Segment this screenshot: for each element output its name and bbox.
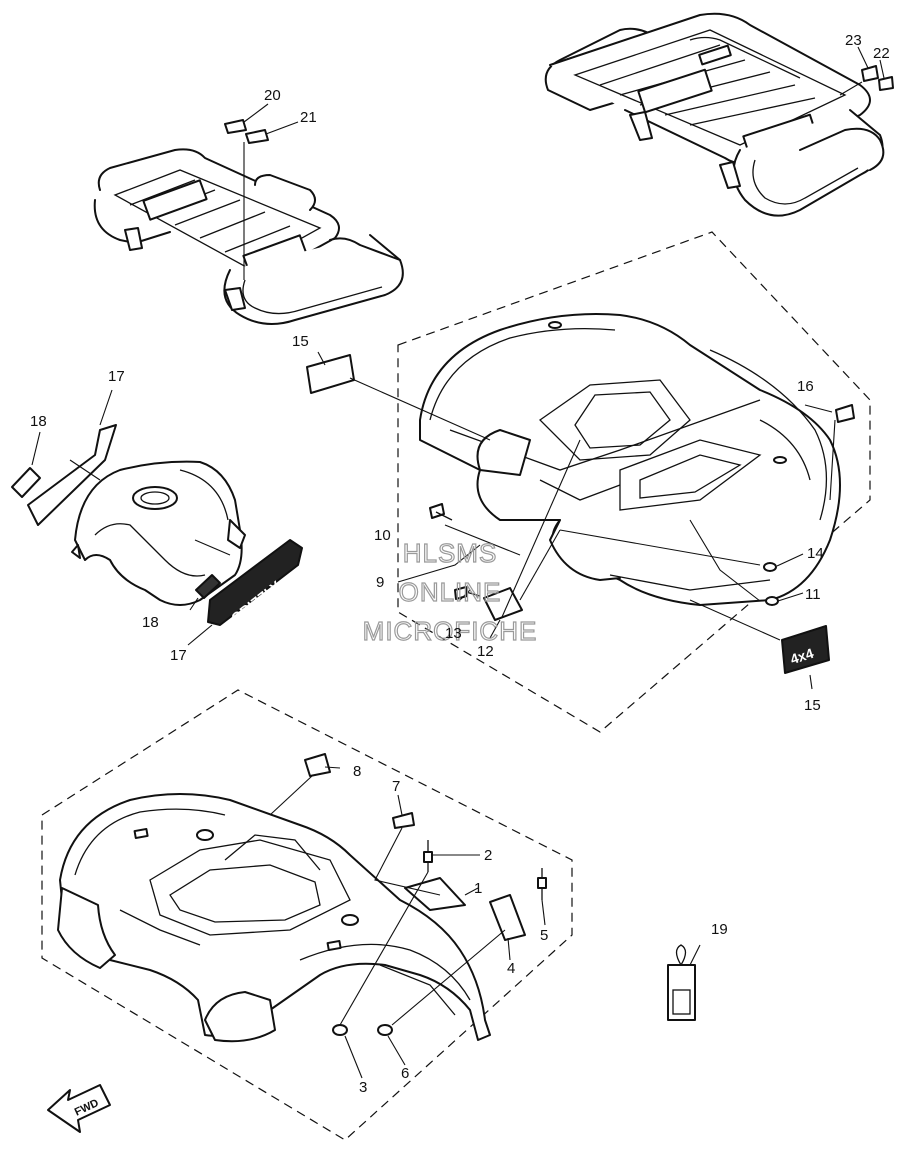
- callout-17-upper: 17: [108, 368, 125, 385]
- part-19-hang-tag: [667, 944, 696, 1021]
- callout-labels: 1 2 3 4 5 6 7 8 9 10 11 12 13 14 15 15 1…: [30, 32, 890, 1096]
- callout-18-lower: 18: [142, 614, 159, 631]
- tank-cover: [71, 460, 246, 606]
- part-17-strip-upper: [27, 424, 117, 526]
- callout-5: 5: [540, 927, 548, 944]
- callout-3: 3: [359, 1079, 367, 1096]
- part-8-label: [304, 753, 331, 777]
- callout-1: 1: [474, 880, 482, 897]
- part-21-label: [245, 129, 269, 144]
- callout-15-lower: 15: [804, 697, 821, 714]
- callout-22: 22: [873, 45, 890, 62]
- callout-2: 2: [484, 847, 492, 864]
- callout-16: 16: [797, 378, 814, 395]
- callout-13: 13: [445, 625, 462, 642]
- leader-lines: [31, 46, 885, 1079]
- callout-14: 14: [807, 545, 824, 562]
- callout-23: 23: [845, 32, 862, 49]
- part-2-rivet: [423, 840, 433, 872]
- watermark-line-2: ONLINE: [399, 577, 502, 607]
- part-15-plate-upper: [306, 354, 355, 394]
- callout-11: 11: [805, 586, 821, 603]
- callout-6: 6: [401, 1065, 409, 1082]
- part-5-rivet: [537, 868, 547, 900]
- front-fender-group-outline: [41, 689, 573, 1141]
- watermark-line-3: MICROFICHE: [363, 616, 538, 646]
- watermark-line-1: HLSMS: [403, 538, 498, 568]
- callout-21: 21: [300, 109, 317, 126]
- part-6-washer: [377, 1024, 393, 1036]
- part-14-washer: [763, 562, 777, 572]
- part-18-decal-lower: [195, 574, 221, 599]
- part-3-washer: [332, 1024, 348, 1036]
- callout-9: 9: [376, 574, 384, 591]
- part-4-plate: [489, 894, 526, 941]
- callout-7: 7: [392, 778, 400, 795]
- part-18-decal-upper: [11, 467, 41, 498]
- rear-carrier-rack: [544, 12, 885, 217]
- part-16-bracket: [835, 404, 855, 423]
- part-12-plate: [483, 587, 523, 621]
- callout-18-upper: 18: [30, 413, 47, 430]
- rear-badge-text: 4x4: [788, 645, 815, 668]
- part-22-label: [878, 76, 894, 91]
- callout-4: 4: [507, 960, 515, 977]
- part-20-label: [224, 119, 247, 134]
- forward-direction-arrow: FWD: [47, 1084, 111, 1133]
- callout-10: 10: [374, 527, 391, 544]
- callout-8: 8: [353, 763, 361, 780]
- callout-20: 20: [264, 87, 281, 104]
- callout-12: 12: [477, 643, 494, 660]
- callout-15-upper: 15: [292, 333, 309, 350]
- part-7-label: [392, 812, 415, 829]
- front-carrier-rack: [93, 148, 404, 325]
- callout-19: 19: [711, 921, 728, 938]
- callout-17-lower: 17: [170, 647, 187, 664]
- part-23-label: [861, 65, 879, 82]
- front-fender: [57, 793, 491, 1043]
- watermark: HLSMS ONLINE MICROFICHE: [362, 537, 538, 646]
- rear-fender-group-outline: [397, 231, 871, 733]
- part-15-badge: 4x4: [781, 625, 830, 674]
- part-11-washer: [765, 596, 779, 606]
- part-10-bolt: [429, 503, 453, 521]
